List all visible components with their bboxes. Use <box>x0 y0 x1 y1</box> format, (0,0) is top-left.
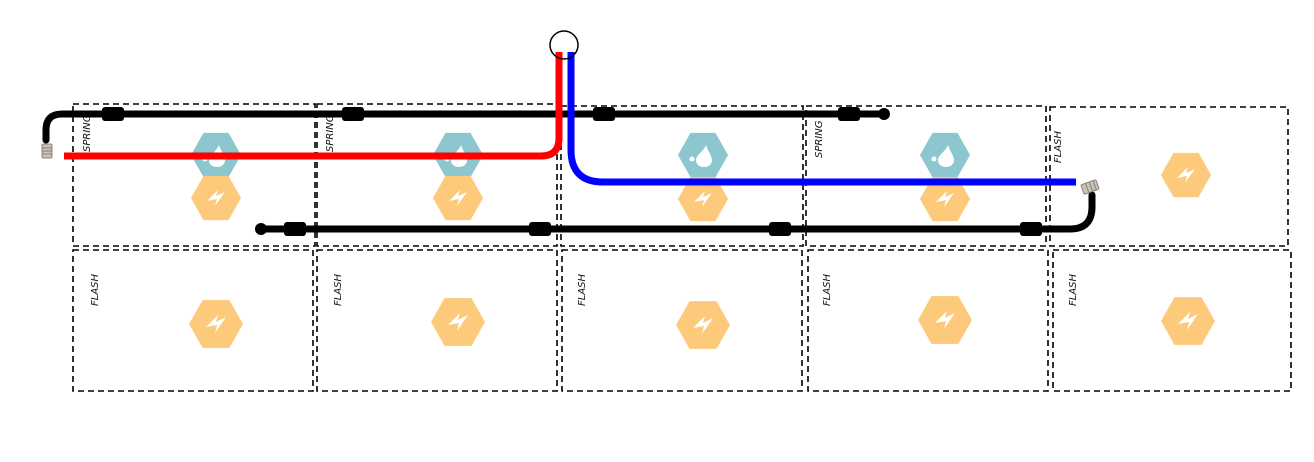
zone-label: FLASH <box>90 273 101 306</box>
zone-box[interactable] <box>561 249 803 392</box>
rail-coupler[interactable] <box>342 107 364 121</box>
supply-point-circle[interactable] <box>549 30 579 60</box>
rail-end-cap[interactable] <box>255 223 267 235</box>
rail-end-cap[interactable] <box>878 108 890 120</box>
zone-box[interactable] <box>807 249 1049 392</box>
zone-box[interactable] <box>72 249 314 392</box>
power-icon[interactable] <box>1160 152 1212 198</box>
water-icon[interactable] <box>677 132 729 178</box>
valve-fitting-icon[interactable] <box>1080 179 1100 195</box>
rails-layer <box>42 107 1096 236</box>
zone-box[interactable] <box>805 105 1047 247</box>
power-icon[interactable] <box>190 175 242 221</box>
zone-label: FLASH <box>1053 130 1064 163</box>
rail-coupler[interactable] <box>284 222 306 236</box>
power-icon[interactable] <box>919 176 971 222</box>
rail-coupler[interactable] <box>769 222 791 236</box>
supply-lines <box>64 52 1076 186</box>
rail-coupler[interactable] <box>593 107 615 121</box>
zone-label: SPRING <box>82 114 93 152</box>
zone-label: SPRING <box>325 114 336 152</box>
water-icon[interactable] <box>919 132 971 178</box>
hot-supply-line[interactable] <box>64 52 563 160</box>
zone-box[interactable] <box>316 249 558 392</box>
power-icon[interactable] <box>432 175 484 221</box>
zone-label: SPRING <box>814 120 825 158</box>
zone-label: FLASH <box>822 273 833 306</box>
rail-coupler[interactable] <box>102 107 124 121</box>
rail-coupler[interactable] <box>1020 222 1042 236</box>
valve-fitting-icon[interactable] <box>41 143 53 159</box>
zones-layer <box>72 103 1292 392</box>
rail-coupler[interactable] <box>529 222 551 236</box>
cold-supply-line[interactable] <box>567 52 1076 186</box>
power-icon[interactable] <box>918 296 972 344</box>
zone-box[interactable] <box>72 103 316 247</box>
rail-coupler[interactable] <box>838 107 860 121</box>
power-icon[interactable] <box>676 301 730 349</box>
power-icons <box>189 152 1215 349</box>
zone-box[interactable] <box>560 105 804 247</box>
lower-rail[interactable] <box>257 191 1096 233</box>
zone-labels: SPRING SPRING SPRING FLASH FLASH FLASH F… <box>82 114 1079 306</box>
zone-label: FLASH <box>333 273 344 306</box>
power-icon[interactable] <box>189 300 243 348</box>
zone-box[interactable] <box>316 103 558 247</box>
power-icon[interactable] <box>1161 297 1215 345</box>
power-icon[interactable] <box>677 176 729 222</box>
zone-label: FLASH <box>1068 273 1079 306</box>
power-icon[interactable] <box>431 298 485 346</box>
zone-box[interactable] <box>1049 106 1289 247</box>
zone-label: FLASH <box>577 273 588 306</box>
upper-rail[interactable] <box>42 110 888 144</box>
